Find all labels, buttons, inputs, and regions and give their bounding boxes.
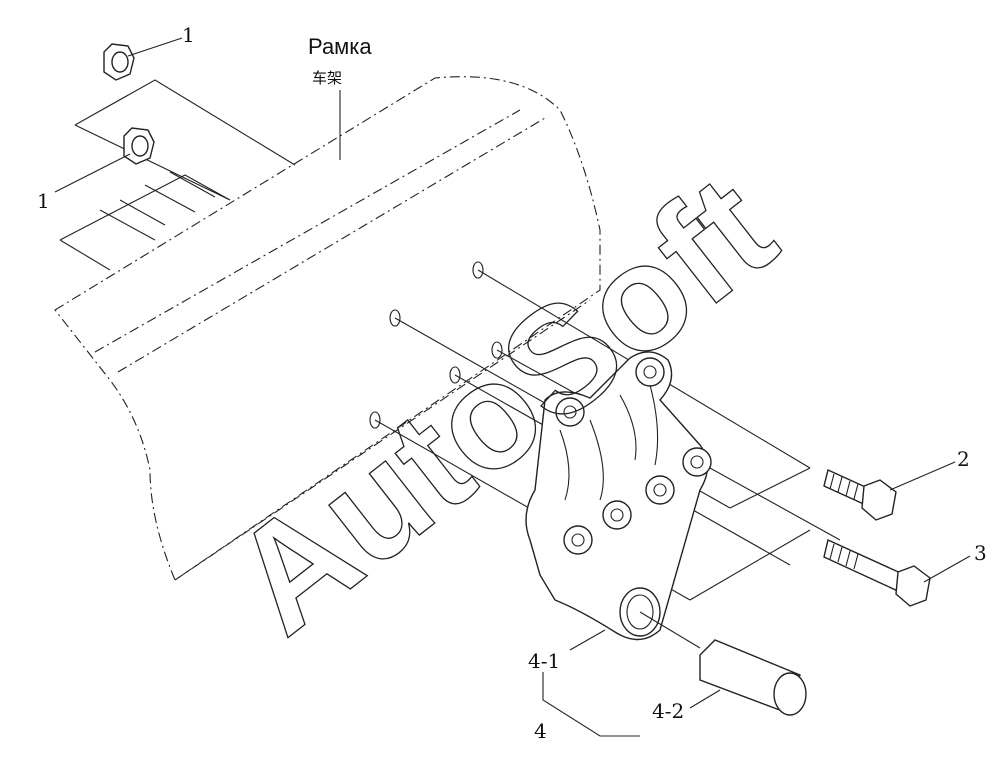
flange-nut-top (103, 43, 135, 81)
bolt-long (823, 539, 931, 607)
flange-nut-lower (123, 127, 155, 165)
frame-label-cn: 车架 (312, 69, 342, 87)
callout-nut-top: 1 (182, 23, 195, 47)
callout-bolt-long: 3 (974, 541, 987, 565)
callout-bolt-short: 2 (957, 447, 970, 471)
frame-rail (54, 76, 601, 581)
callout-assembly: 4 (534, 719, 547, 743)
sleeve (639, 611, 807, 716)
callout-bracket: 4-1 (528, 649, 560, 673)
frame-label-ru: Рамка (308, 34, 372, 59)
callout-sleeve: 4-2 (652, 699, 684, 723)
bracket (525, 351, 712, 641)
frame-holes (369, 261, 503, 429)
bolt-short (823, 469, 897, 521)
callout-nut-lower: 1 (37, 189, 50, 213)
